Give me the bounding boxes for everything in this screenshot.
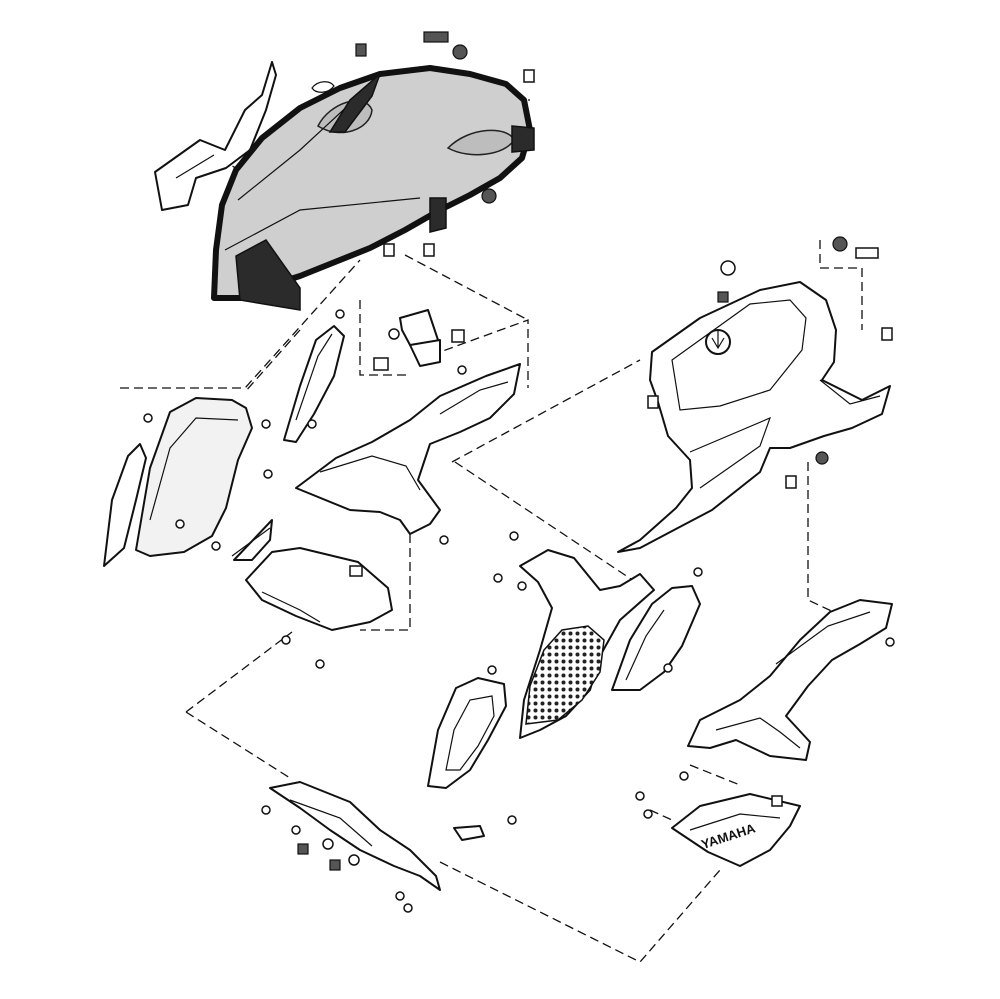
- screw-icon: [693, 567, 703, 577]
- grommet-icon: [815, 451, 829, 465]
- nut-clip-icon: [383, 243, 395, 257]
- air-duct-upper: [295, 363, 521, 545]
- clip-icon: [647, 395, 659, 409]
- clip-icon: [349, 565, 363, 577]
- intake-duct-cover: [427, 665, 507, 789]
- screw-icon: [261, 419, 271, 429]
- screw-icon: [635, 791, 645, 801]
- bolt-icon: [329, 859, 341, 871]
- screw-icon: [720, 260, 736, 276]
- washer-icon: [322, 838, 334, 850]
- lower-bracket: [261, 781, 517, 913]
- screw-icon: [143, 413, 153, 423]
- screw-icon: [175, 519, 185, 529]
- screw-icon: [885, 637, 895, 647]
- screw-icon: [315, 659, 325, 669]
- washer-icon: [348, 854, 360, 866]
- clip-icon: [771, 795, 783, 807]
- inner-panel-left: [245, 547, 393, 669]
- side-cover-left: [231, 519, 273, 561]
- washer-icon: [311, 81, 335, 93]
- bolt-icon: [297, 843, 309, 855]
- screw-icon: [507, 815, 517, 825]
- windshield: [211, 65, 535, 311]
- screw-icon: [307, 419, 317, 429]
- screw-icon: [263, 469, 273, 479]
- grommet-icon: [832, 236, 848, 252]
- screw-icon: [457, 365, 467, 375]
- bolt-icon: [355, 43, 367, 57]
- nut-clip-icon: [423, 243, 435, 257]
- screw-icon: [281, 635, 291, 645]
- screw-icon: [679, 771, 689, 781]
- windshield-hardware: [311, 31, 535, 257]
- grommet-icon: [481, 188, 497, 204]
- top-fairing: [617, 236, 893, 553]
- under-cowl-yamaha: YAMAHA: [635, 791, 801, 867]
- clip-icon: [451, 329, 465, 343]
- inner-panel-right: [611, 585, 701, 691]
- clip-icon: [881, 327, 893, 341]
- screw-icon: [439, 535, 449, 545]
- lower-cover-right: [679, 599, 895, 781]
- screw-icon: [261, 805, 271, 815]
- bolt-icon: [717, 291, 729, 303]
- clip-icon: [785, 475, 797, 489]
- screw-icon: [211, 541, 221, 551]
- screw-icon: [643, 809, 653, 819]
- screw-icon: [487, 665, 497, 675]
- screw-icon: [663, 663, 673, 673]
- intake-grille-mesh: [525, 625, 605, 725]
- screw-icon: [395, 891, 405, 901]
- bolt-icon: [855, 247, 879, 259]
- clip-icon: [523, 69, 535, 83]
- center-mount-hardware: [335, 309, 467, 375]
- grommet-icon: [452, 44, 468, 60]
- screw-icon: [291, 825, 301, 835]
- front-cowling-left: [103, 397, 273, 567]
- side-cowl-panel-left: [283, 325, 345, 443]
- bolt-icon: [423, 31, 449, 43]
- bolt-icon: [388, 328, 400, 340]
- screw-icon: [509, 531, 519, 541]
- windshield-bracket: [154, 61, 277, 211]
- screw-icon: [493, 573, 503, 583]
- screw-icon: [403, 903, 413, 913]
- screw-icon: [335, 309, 345, 319]
- screw-icon: [517, 581, 527, 591]
- clip-icon: [373, 357, 389, 371]
